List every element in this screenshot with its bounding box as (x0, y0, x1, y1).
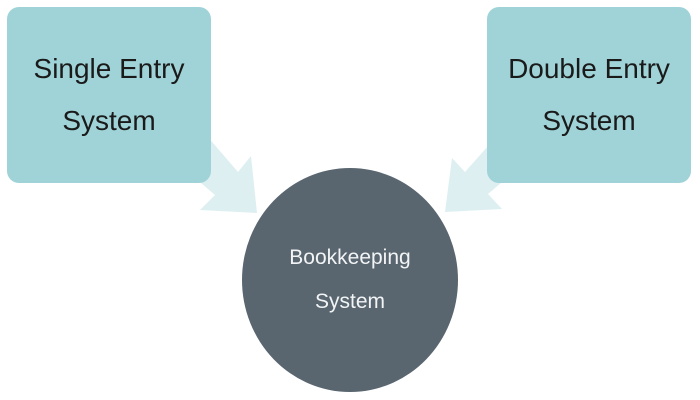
single-entry-line1: Single Entry (33, 53, 185, 84)
bookkeeping-line1: Bookkeeping (289, 246, 411, 269)
double-entry-system-box: Double Entry System (487, 7, 691, 183)
bookkeeping-system-label: Bookkeeping System (265, 236, 435, 324)
single-entry-system-label: Single Entry System (15, 43, 203, 147)
double-entry-system-label: Double Entry System (495, 43, 683, 147)
single-entry-system-box: Single Entry System (7, 7, 211, 183)
double-entry-line1: Double Entry (508, 53, 670, 84)
single-entry-line2: System (62, 105, 156, 136)
bookkeeping-line2: System (314, 290, 385, 313)
double-entry-line2: System (542, 105, 636, 136)
bookkeeping-system-circle: Bookkeeping System (242, 168, 458, 392)
